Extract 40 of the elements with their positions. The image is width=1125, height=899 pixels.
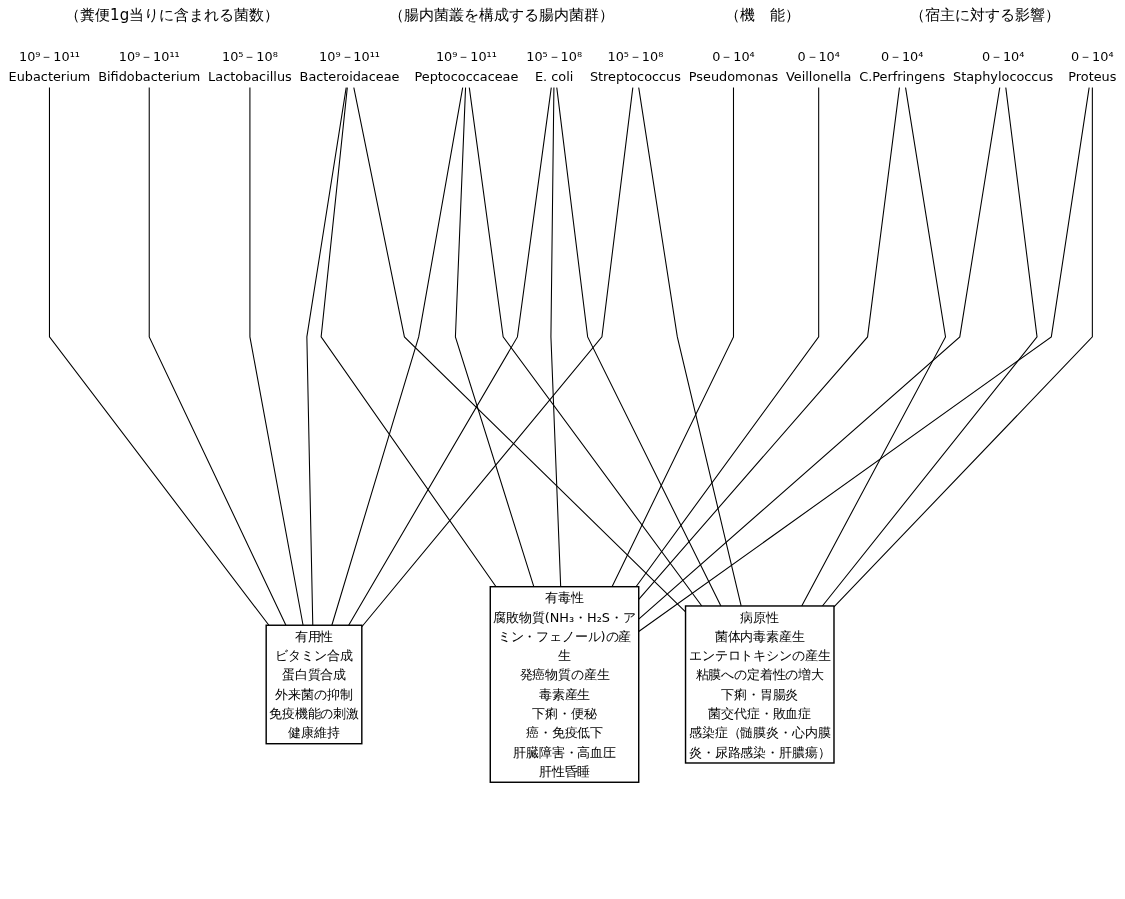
connector [638, 86, 742, 607]
node-text: 10⁹－10¹¹ Peptococcaceae [414, 49, 519, 84]
connector [331, 86, 464, 626]
connector [833, 86, 1093, 608]
connector [306, 86, 347, 626]
node-text: 10⁹－10¹¹ Eubacterium [8, 49, 91, 84]
connector [550, 86, 562, 588]
connector [320, 86, 497, 588]
connector [611, 86, 735, 588]
connector [249, 86, 304, 626]
connector [361, 86, 634, 628]
node-text: 0－10⁴ Pseudomonas [688, 49, 779, 84]
connector [821, 86, 1038, 607]
connector [638, 86, 1001, 620]
connector [801, 86, 947, 607]
node-box: 有用性 ビタミン合成 蛋白質合成 外来菌の抑制 免疫機能の刺激 健康維持 [265, 624, 363, 745]
node-text: 10⁹－10¹¹ Bifidobacterium [98, 49, 201, 84]
connector [556, 86, 722, 607]
connector [348, 86, 552, 626]
column-heading: （機 能） [724, 6, 800, 26]
node-box: 病原性 菌体内毒素産生 エンテロトキシンの産生 粘膜への定着性の増大 下痢・胃腸炎 菌交代症・敗血症 感染症（髄膜炎・心内膜炎・尿路感染・肝膿瘍） [684, 605, 835, 764]
node-text: 10⁵－10⁸ Lactobacillus [208, 49, 292, 84]
connector [48, 86, 270, 626]
node-text: 0－10⁴ Veillonella [786, 49, 852, 84]
node-text: 0－10⁴ Staphylococcus [952, 49, 1054, 84]
node-box: 有毒性 腐敗物質(NH₃・H₂S・アミン・フェノール)の産生 発癌物質の産生 毒素産生 下痢・便秘 癌・免疫低下 肝臓障害・高血圧 肝性昏睡 [489, 586, 640, 783]
column-heading: （腸内菌叢を構成する腸内菌群） [389, 6, 615, 26]
connector [148, 86, 287, 626]
connector [468, 86, 703, 607]
connector [638, 86, 1090, 632]
node-text: 10⁹－10¹¹ Bacteroidaceae [299, 49, 400, 84]
column-heading: （宿主に対する影響） [909, 6, 1060, 26]
node-text: 10⁵－10⁸ Streptococcus [589, 49, 681, 84]
connector [454, 86, 535, 588]
connector [635, 86, 820, 588]
node-text: 0－10⁴ C.Perfringens [859, 49, 946, 84]
node-text: 0－10⁴ Proteus [1068, 49, 1117, 84]
column-heading: （糞便1g当りに含まれる菌数） [65, 6, 280, 26]
connector [638, 86, 901, 600]
node-text: 10⁵－10⁸ E. coli [526, 49, 583, 84]
